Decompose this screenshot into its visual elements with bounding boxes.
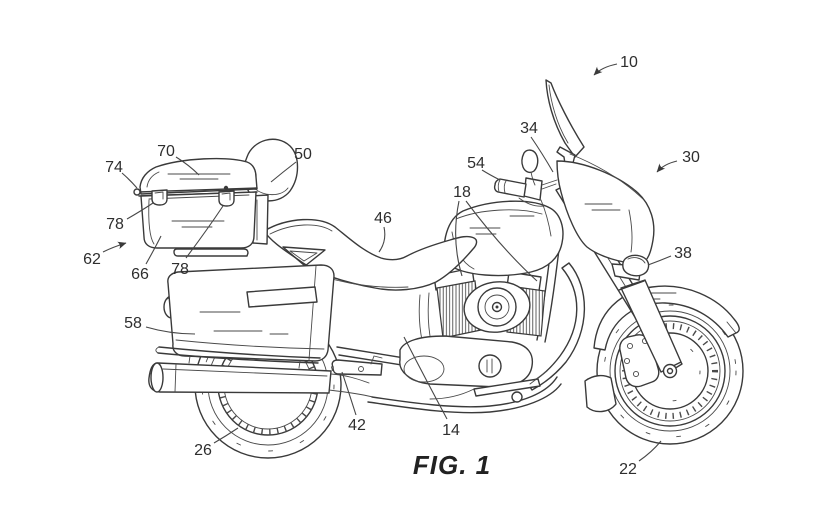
ref-label-70: 70 xyxy=(157,143,175,160)
ref-label-62: 62 xyxy=(83,251,101,268)
leader-66 xyxy=(145,235,162,265)
figure-caption: FIG. 1 xyxy=(413,450,491,480)
ref-label-54: 54 xyxy=(467,155,485,172)
leader-26 xyxy=(213,427,239,444)
crankcase xyxy=(399,335,534,388)
muffler xyxy=(148,362,374,398)
clutch-cover xyxy=(478,354,502,378)
fairing xyxy=(556,153,655,281)
rider-footboard xyxy=(473,370,548,403)
windshield xyxy=(545,79,585,168)
saddlebag xyxy=(167,264,335,362)
trunk-lid xyxy=(139,157,258,195)
exhaust-pipes xyxy=(367,376,562,414)
ref-label-46: 46 xyxy=(374,210,392,227)
leader-22 xyxy=(638,440,662,462)
fuel-tank xyxy=(443,200,564,277)
leader-54 xyxy=(481,169,501,181)
leader-30 xyxy=(656,160,678,173)
leader-58 xyxy=(145,326,196,335)
ref-label-14: 14 xyxy=(442,422,460,439)
trunk-base-plate xyxy=(173,248,249,257)
front-axle xyxy=(662,363,678,379)
seat xyxy=(263,218,478,291)
ref-label-18: 18 xyxy=(453,184,471,201)
ref-label-30: 30 xyxy=(682,149,700,166)
leader-18a xyxy=(455,200,463,277)
turn-signal xyxy=(622,254,650,277)
leader-62 xyxy=(102,241,127,253)
passenger-footboard xyxy=(331,355,383,376)
ref-label-38: 38 xyxy=(674,245,692,262)
fork-slider xyxy=(620,279,682,373)
ref-label-34: 34 xyxy=(520,120,538,137)
leader-78a xyxy=(126,202,154,220)
leader-10 xyxy=(593,63,618,76)
leader-50 xyxy=(270,161,297,183)
leader-34 xyxy=(530,136,554,173)
tour-pack-trunk xyxy=(133,157,258,257)
ref-label-74: 74 xyxy=(105,159,123,176)
leader-70 xyxy=(175,156,200,176)
brake-lever xyxy=(518,197,545,207)
muffler-end-cap xyxy=(150,362,164,393)
leader-42 xyxy=(341,371,357,416)
ref-label-42: 42 xyxy=(348,417,366,434)
ref-label-22: 22 xyxy=(619,461,637,478)
saddlebag-guard-rail xyxy=(155,346,321,369)
reference-numerals: 10 30 34 54 18 46 50 70 74 78 62 66 78 5… xyxy=(83,54,700,478)
saddlebag-emblem xyxy=(246,286,318,308)
mirror-stem xyxy=(530,171,536,186)
ref-label-10: 10 xyxy=(620,54,638,71)
ref-label-78a: 78 xyxy=(106,216,124,233)
leader-74 xyxy=(121,172,138,189)
leader-38 xyxy=(647,255,672,266)
ref-label-66: 66 xyxy=(131,266,149,283)
handgrip xyxy=(493,178,527,198)
leader-78b xyxy=(185,205,224,259)
engine xyxy=(399,230,586,391)
mirror xyxy=(521,149,539,174)
leader-14 xyxy=(403,336,448,420)
handlebar-controls xyxy=(493,149,558,237)
ref-label-50: 50 xyxy=(294,146,312,163)
leader-18b xyxy=(465,200,538,282)
leader-lines xyxy=(102,63,678,462)
leader-46 xyxy=(378,226,386,253)
ref-label-26: 26 xyxy=(194,442,212,459)
ref-label-58: 58 xyxy=(124,315,142,332)
ref-label-78b: 78 xyxy=(171,261,189,278)
hinge-pin xyxy=(133,188,141,196)
front-mudflap xyxy=(584,374,617,413)
